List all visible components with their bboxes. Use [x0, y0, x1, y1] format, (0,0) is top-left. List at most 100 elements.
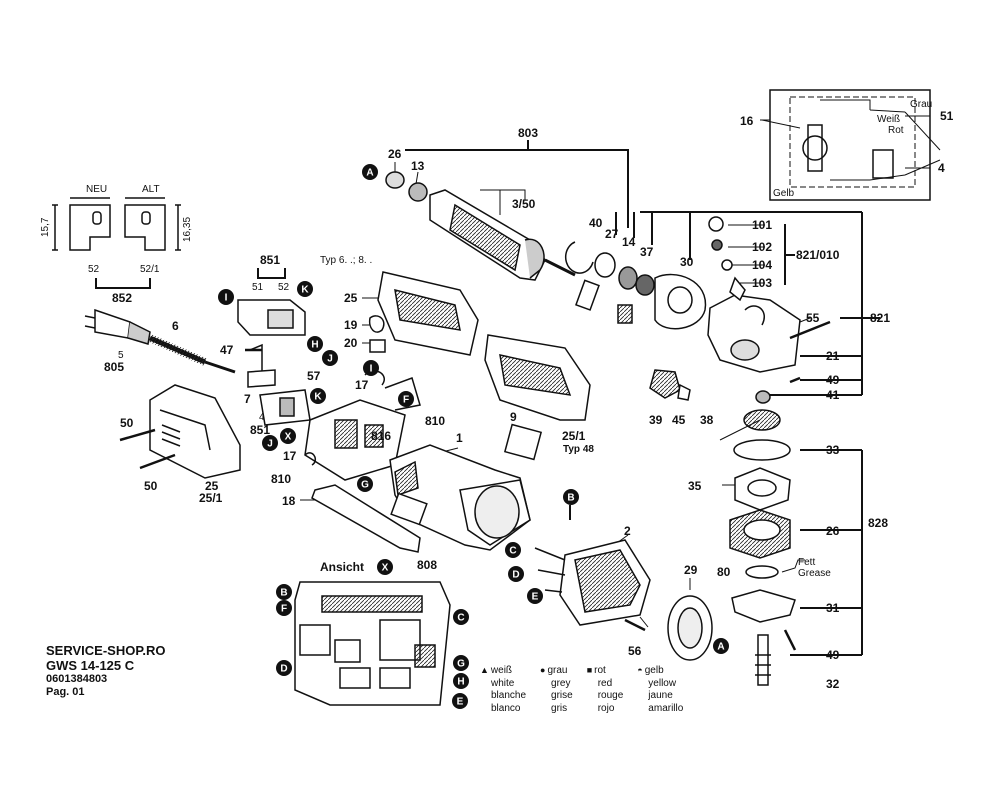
- svg-text:E: E: [457, 697, 464, 708]
- svg-text:E: E: [532, 592, 539, 603]
- legend-line: grey: [551, 677, 571, 689]
- legend-line: rouge: [597, 690, 624, 701]
- part-label-4: 4: [259, 412, 265, 423]
- part-label-14: 14: [622, 235, 636, 249]
- letter-marker-h: H: [307, 336, 323, 352]
- part-label-1: 1: [456, 431, 463, 445]
- legend-line: yellow: [648, 677, 677, 689]
- part-label-810-right: 810: [425, 414, 445, 428]
- legend-line: red: [597, 677, 613, 689]
- svg-text:I: I: [225, 293, 228, 304]
- part-label-51-top: 51: [940, 109, 954, 123]
- svg-text:G: G: [361, 480, 369, 491]
- letter-marker-j: J: [322, 350, 338, 366]
- typ-note-1: Typ 6. .; 8. .: [320, 255, 372, 266]
- letter-marker-k: K: [297, 281, 313, 297]
- part-label-38: 38: [700, 413, 714, 427]
- svg-text:H: H: [457, 677, 464, 688]
- letter-marker-b: B: [276, 584, 292, 600]
- bearing-parts: [564, 241, 707, 330]
- footer-page: Pag. 01: [46, 686, 85, 698]
- plug-cable: [84, 308, 236, 374]
- part-label-41: 41: [826, 388, 840, 402]
- circle-icon: ●: [540, 665, 546, 675]
- svg-text:X: X: [382, 563, 389, 574]
- footer-model: GWS 14-125 C: [46, 658, 135, 673]
- part-label-810-left: 810: [271, 472, 291, 486]
- part-label-47: 47: [220, 343, 234, 357]
- part-label-80: 80: [717, 565, 731, 579]
- housing-halves: [368, 271, 591, 421]
- part-label-851-top: 851: [260, 253, 280, 267]
- letter-marker-d: D: [508, 566, 524, 582]
- svg-text:A: A: [366, 168, 373, 179]
- legend-line: ▲weiß: [480, 665, 513, 676]
- part-label-49-top: 49: [826, 373, 840, 387]
- switch-assembly: [237, 299, 311, 426]
- wire-label-weiss: Weiß: [877, 114, 900, 125]
- part-label-33: 33: [826, 443, 840, 457]
- part-label-56: 56: [628, 644, 642, 658]
- part-label-5: 5: [118, 350, 124, 361]
- letter-marker-i: I: [218, 289, 234, 305]
- motor-housing: [389, 444, 531, 551]
- footer-shop: SERVICE-SHOP.RO: [46, 643, 166, 658]
- part-label-103: 103: [752, 276, 772, 290]
- part-label-37: 37: [640, 245, 654, 259]
- part-label-805: 805: [104, 360, 124, 374]
- part-label-25-1-right: 25/1: [562, 429, 586, 443]
- letter-marker-a: A: [713, 638, 729, 654]
- part-label-17-left: 17: [283, 449, 297, 463]
- letter-marker-i: I: [363, 360, 379, 376]
- neu-label: NEU: [86, 184, 107, 195]
- part-label-25-top: 25: [344, 291, 358, 305]
- fett-label: Fett: [798, 557, 815, 568]
- part-label-9: 9: [510, 410, 517, 424]
- wire-label-gelb: Gelb: [773, 188, 795, 199]
- svg-text:C: C: [457, 613, 464, 624]
- notes: Typ 6. .; 8. . Typ 48 Grau Weiß Rot Gelb…: [40, 99, 932, 579]
- part-label-17-right: 17: [355, 378, 369, 392]
- part-label-32: 32: [826, 677, 840, 691]
- legend-line: ●grau: [540, 665, 568, 676]
- part-label-25-left: 25: [205, 479, 219, 493]
- part-label-39: 39: [649, 413, 663, 427]
- letter-marker-a: A: [362, 164, 378, 180]
- part-label-26-bottom: 26: [826, 524, 840, 538]
- part-label-16: 16: [740, 114, 754, 128]
- svg-text:D: D: [512, 570, 519, 581]
- svg-text:F: F: [281, 604, 287, 615]
- part-label-4-top: 4: [938, 161, 945, 175]
- legend-line: blanche: [491, 690, 527, 701]
- part-label-7: 7: [244, 392, 251, 406]
- rear-cover: [119, 384, 241, 479]
- part-label-25-1-left: 25/1: [199, 491, 223, 505]
- letter-marker-e: E: [527, 588, 543, 604]
- part-label-50-bottom: 50: [144, 479, 158, 493]
- wire-label-grau: Grau: [910, 99, 932, 110]
- typ-note-2: Typ 48: [563, 444, 594, 455]
- part-label-808: 808: [417, 558, 437, 572]
- letter-marker-c: C: [453, 609, 469, 625]
- bracket-lines: [95, 140, 880, 656]
- part-label-52-1: 52/1: [140, 264, 160, 275]
- part-label-35: 35: [688, 479, 702, 493]
- letter-marker-x: X: [377, 559, 393, 575]
- letter-marker-j: J: [262, 435, 278, 451]
- part-label-26-top: 26: [388, 147, 402, 161]
- part-label-3-50: 3/50: [512, 197, 536, 211]
- part-label-29: 29: [684, 563, 698, 577]
- part-label-101: 101: [752, 218, 772, 232]
- alt-label: ALT: [142, 184, 160, 195]
- wire-label-rot: Rot: [888, 125, 904, 136]
- part-label-821: 821: [870, 311, 890, 325]
- part-label-20: 20: [344, 336, 358, 350]
- letter-marker-c: C: [505, 542, 521, 558]
- field-coil: [534, 505, 713, 661]
- part-label-52-top: 52: [278, 282, 290, 293]
